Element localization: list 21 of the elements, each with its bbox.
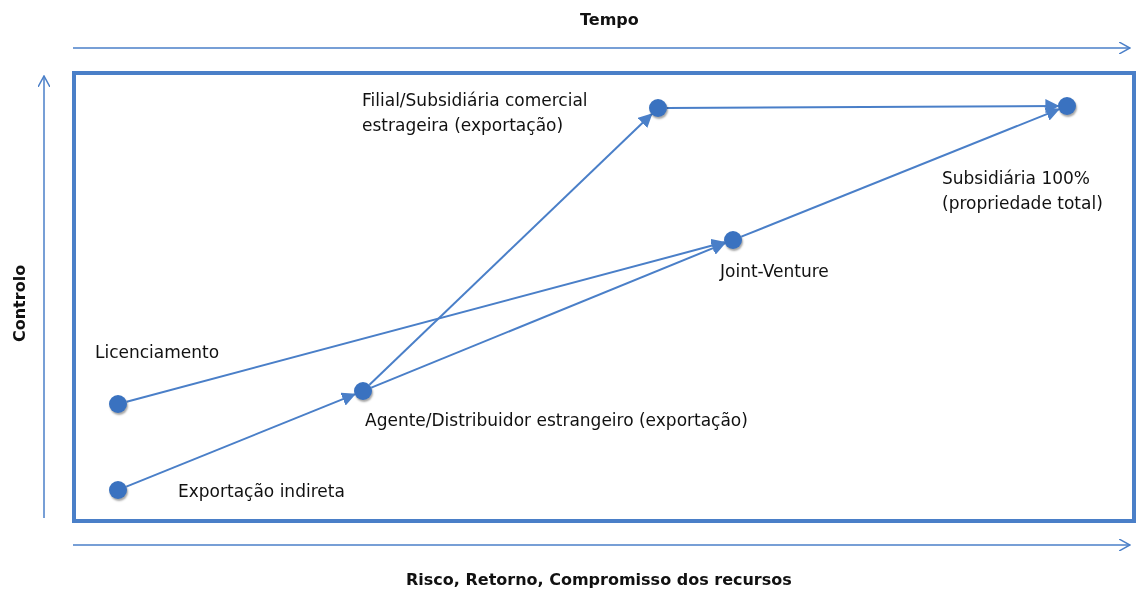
point-label: Subsidiária 100% (propriedade total) xyxy=(942,167,1104,215)
point-marker xyxy=(109,481,127,499)
point-marker xyxy=(724,231,742,249)
arrow xyxy=(125,238,726,403)
arrow xyxy=(370,241,726,389)
point-marker xyxy=(109,395,127,413)
arrow xyxy=(125,392,356,488)
point-marker xyxy=(649,99,667,117)
point-label: Joint-Venture xyxy=(720,260,830,283)
axis-label: Risco, Retorno, Compromisso dos recursos xyxy=(406,570,792,589)
arrow xyxy=(740,107,1060,238)
point-label: Licenciamento xyxy=(95,341,221,364)
point-marker xyxy=(1058,97,1076,115)
point-label: Filial/Subsidiária comercial estrageira (exportação) xyxy=(362,89,589,137)
axis-label: Controlo xyxy=(10,264,29,342)
point-label: Agente/Distribuidor estrangeiro (exportação) xyxy=(365,409,749,432)
point-label: Exportação indireta xyxy=(178,480,346,503)
point-marker xyxy=(354,382,372,400)
axis-label: Tempo xyxy=(580,10,639,29)
arrow xyxy=(368,113,653,386)
arrow xyxy=(666,99,1060,114)
